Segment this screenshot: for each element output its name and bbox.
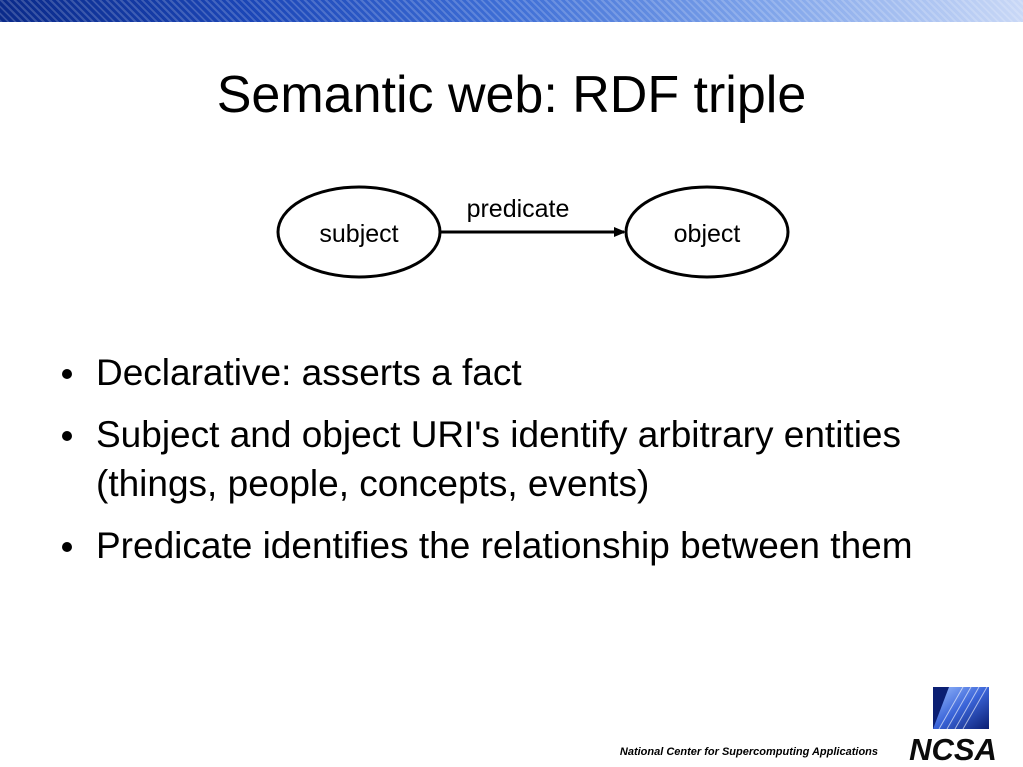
object-label: object (674, 220, 741, 248)
slide-title: Semantic web: RDF triple (216, 66, 807, 124)
header-band (0, 0, 1023, 22)
predicate-label: predicate (467, 195, 570, 223)
bullet-item: Declarative: asserts a fact (60, 348, 930, 397)
ncsa-logo: NCSA (909, 686, 997, 763)
bullet-text: Declarative: asserts a fact (96, 352, 522, 393)
bullet-text: Predicate identifies the relationship be… (96, 525, 913, 566)
footer-org-name: National Center for Supercomputing Appli… (619, 746, 878, 758)
ncsa-logo-text: NCSA (909, 732, 997, 763)
bullet-dot-icon (62, 431, 72, 441)
bullet-item: Predicate identifies the relationship be… (60, 521, 930, 570)
subject-node (276, 185, 442, 279)
bullet-text: Subject and object URI's identify arbitr… (96, 414, 902, 504)
bullet-dot-icon (62, 542, 72, 552)
bullet-list: Declarative: asserts a fact Subject and … (60, 348, 930, 583)
bullet-item: Subject and object URI's identify arbitr… (60, 410, 930, 508)
object-node (624, 185, 790, 279)
bullet-dot-icon (62, 369, 72, 379)
ncsa-mark-icon (933, 686, 989, 730)
subject-label: subject (319, 220, 398, 248)
